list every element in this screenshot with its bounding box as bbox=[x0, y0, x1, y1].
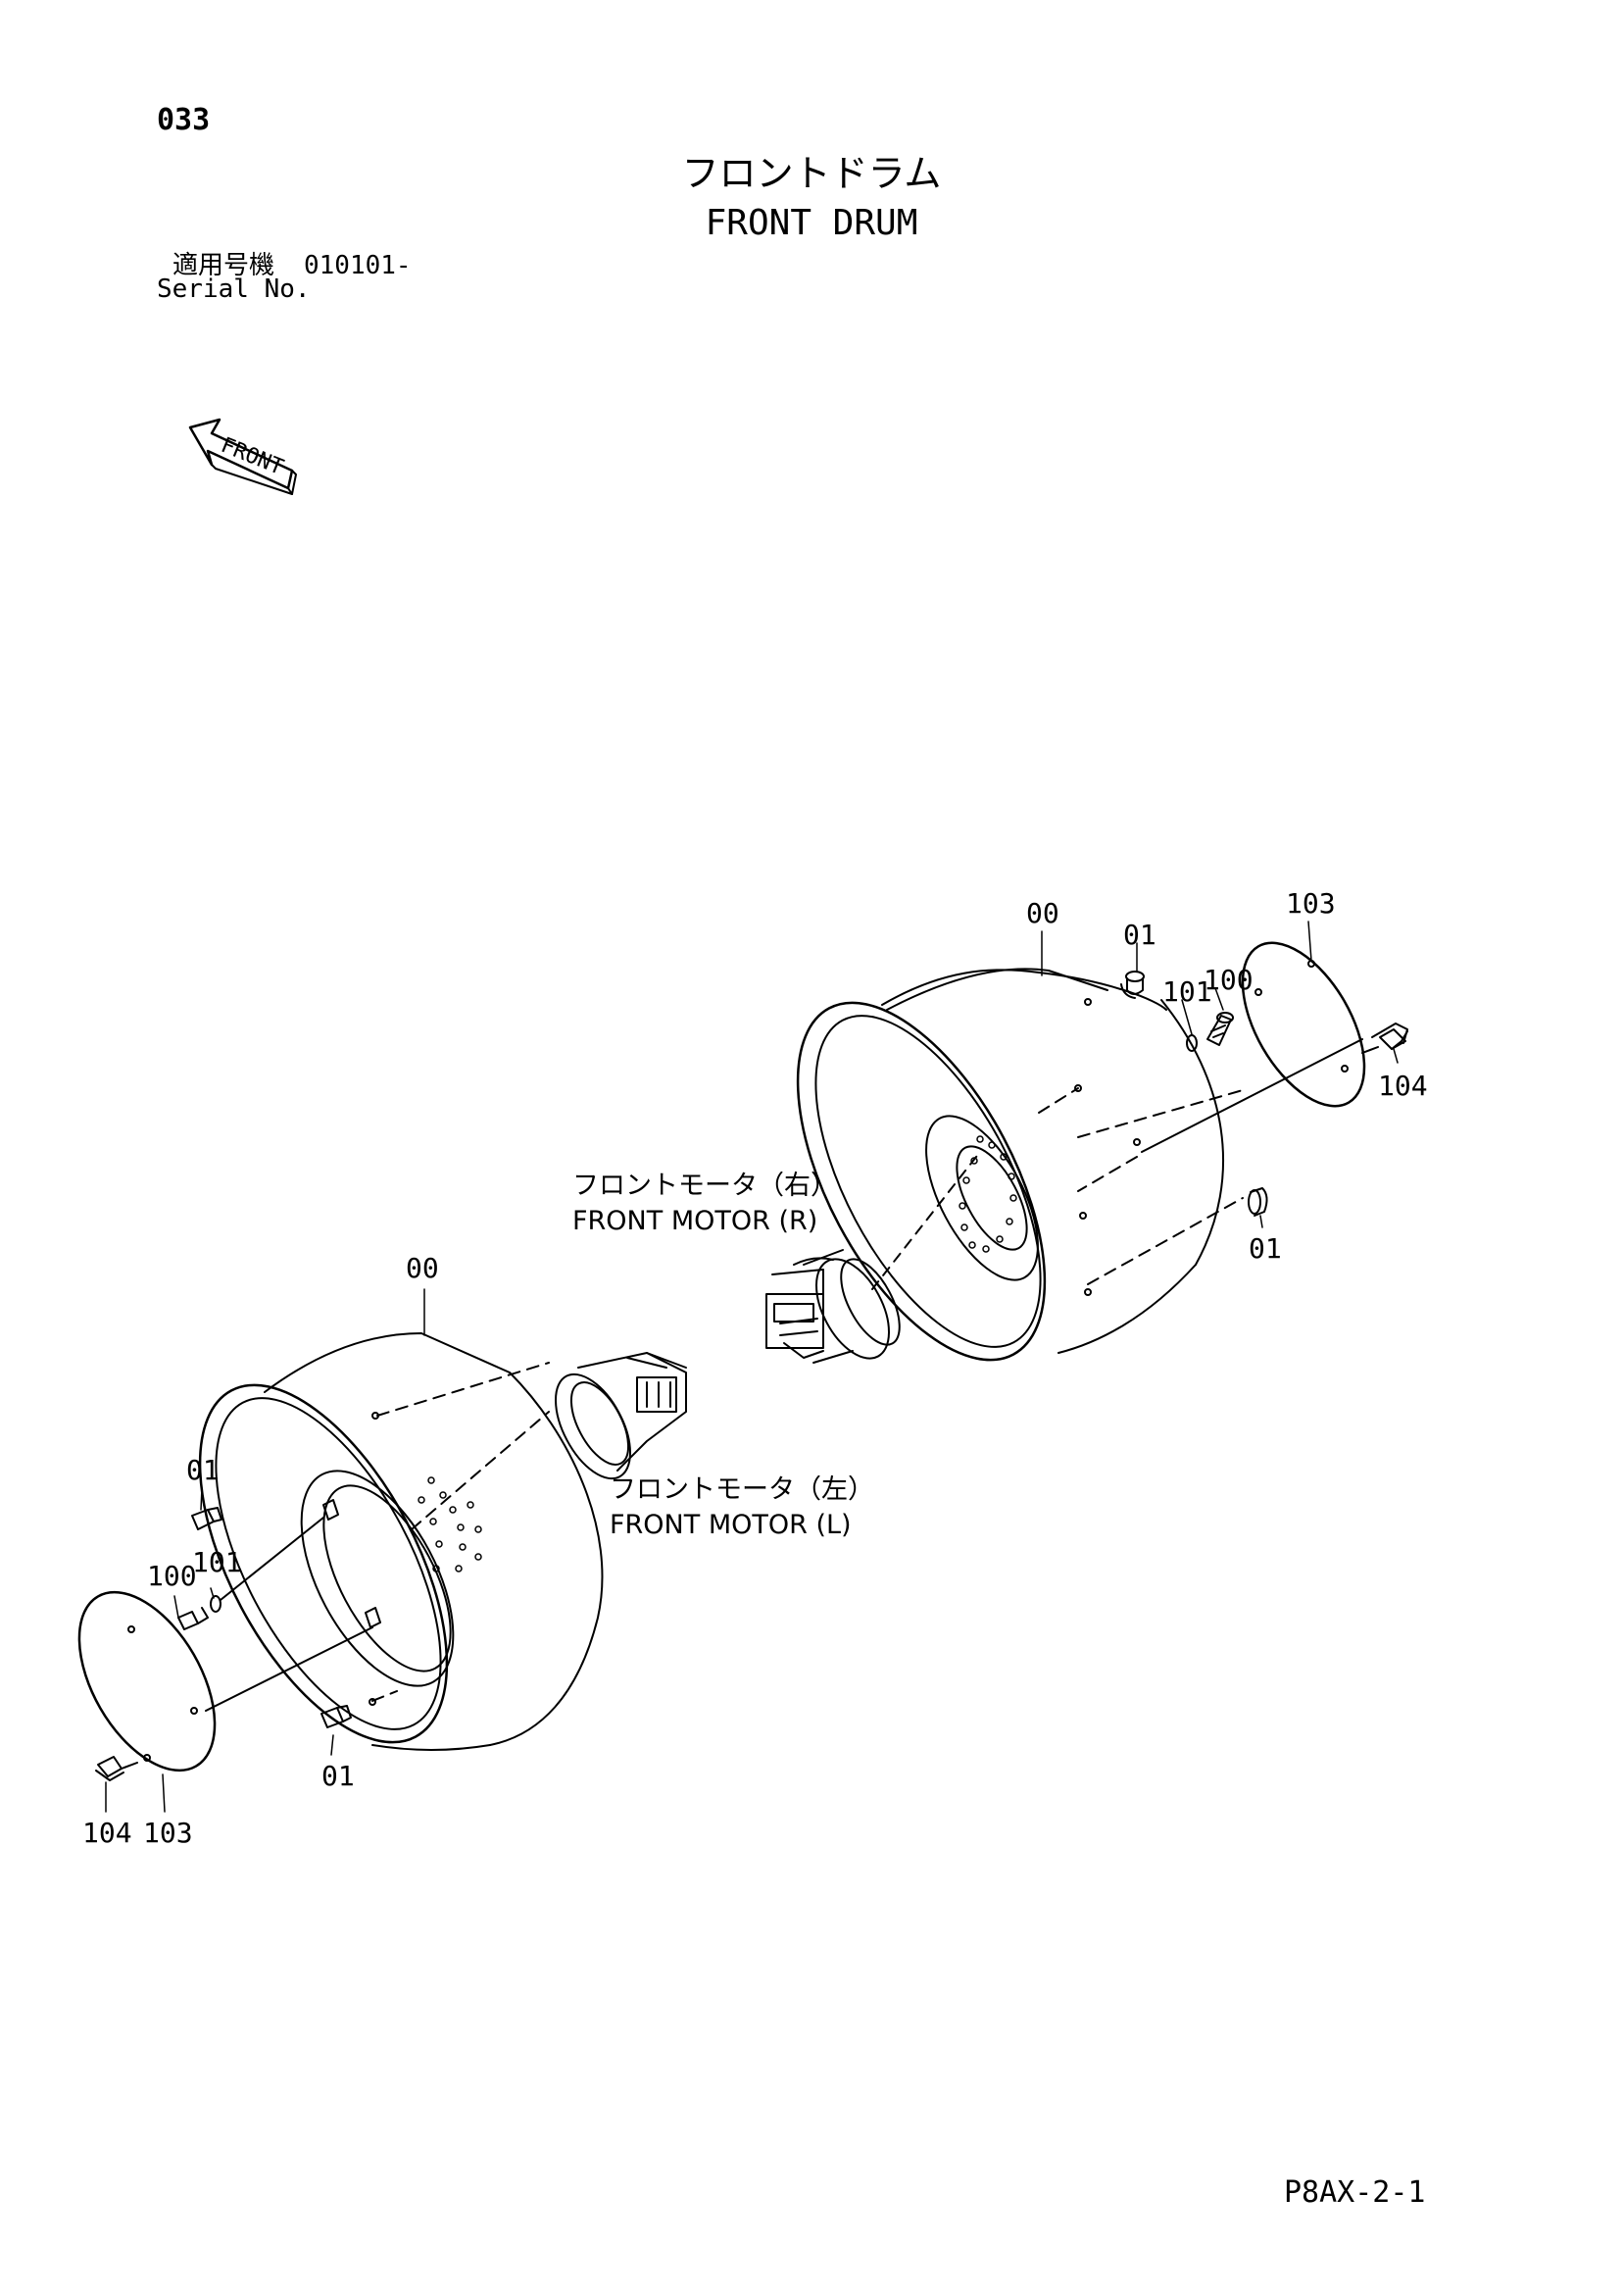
callout-104-right: 104 bbox=[1378, 1070, 1428, 1102]
page-number: 033 bbox=[157, 103, 211, 137]
callout-00-right-drum: 00 bbox=[1026, 897, 1059, 929]
callout-103-left: 103 bbox=[143, 1817, 193, 1849]
front-motor-right-label-japanese: フロントモータ（右） bbox=[572, 1171, 837, 1201]
serial-label: Serial No. bbox=[157, 275, 311, 304]
callout-01-left-bottom: 01 bbox=[321, 1760, 355, 1792]
serial-label-japanese: 適用号機 bbox=[172, 251, 275, 280]
front-motor-left-label-japanese: フロントモータ（左） bbox=[610, 1474, 874, 1505]
cover-plate-left bbox=[77, 1590, 217, 1772]
callout-leaders bbox=[105, 921, 1399, 1813]
drum-right bbox=[796, 968, 1363, 1362]
callout-103-right: 103 bbox=[1286, 887, 1336, 920]
drum-left bbox=[198, 1332, 604, 1751]
callout-01-right-side: 01 bbox=[1249, 1232, 1282, 1265]
callout-104-left: 104 bbox=[82, 1817, 132, 1849]
page-title: FRONT DRUM bbox=[705, 203, 918, 243]
serial-number-value: 010101- bbox=[304, 251, 412, 280]
drum-left-bolt-holes bbox=[418, 1476, 482, 1572]
callout-00-left-drum: 00 bbox=[406, 1252, 439, 1284]
front-motor-left bbox=[555, 1352, 687, 1480]
bolt-100-left bbox=[177, 1607, 209, 1630]
callout-100-right: 100 bbox=[1204, 964, 1254, 996]
callout-01-left-top: 01 bbox=[186, 1454, 220, 1486]
cover-plate-right bbox=[1241, 941, 1366, 1108]
front-motor-right bbox=[765, 1249, 901, 1364]
plug-01-left-bottom bbox=[320, 1705, 352, 1728]
front-motor-left-label: FRONT MOTOR (L) bbox=[610, 1510, 852, 1540]
washer-101-left bbox=[210, 1595, 221, 1613]
plug-01-left-top bbox=[191, 1507, 222, 1530]
bolt-100-right bbox=[1206, 1012, 1234, 1046]
bolt-104-left bbox=[95, 1756, 138, 1781]
callout-100-left: 100 bbox=[147, 1560, 197, 1592]
figure-code: P8AX-2-1 bbox=[1284, 2175, 1426, 2210]
plug-01-right-side bbox=[1248, 1187, 1268, 1217]
plug-01-right-top bbox=[1120, 971, 1145, 999]
callout-101-left: 101 bbox=[192, 1546, 242, 1578]
page-title-japanese: フロントドラム bbox=[681, 152, 942, 195]
hub-bolt-holes bbox=[959, 1135, 1017, 1253]
washer-101-right bbox=[1186, 1034, 1198, 1052]
bolt-104-right bbox=[1361, 1023, 1408, 1054]
front-direction-arrow-icon: FRONT bbox=[188, 418, 297, 495]
callout-01-right-top: 01 bbox=[1123, 919, 1156, 951]
motor-r-axis-line bbox=[871, 1151, 981, 1290]
front-motor-right-label: FRONT MOTOR (R) bbox=[572, 1206, 818, 1236]
callout-101-right: 101 bbox=[1162, 975, 1212, 1008]
